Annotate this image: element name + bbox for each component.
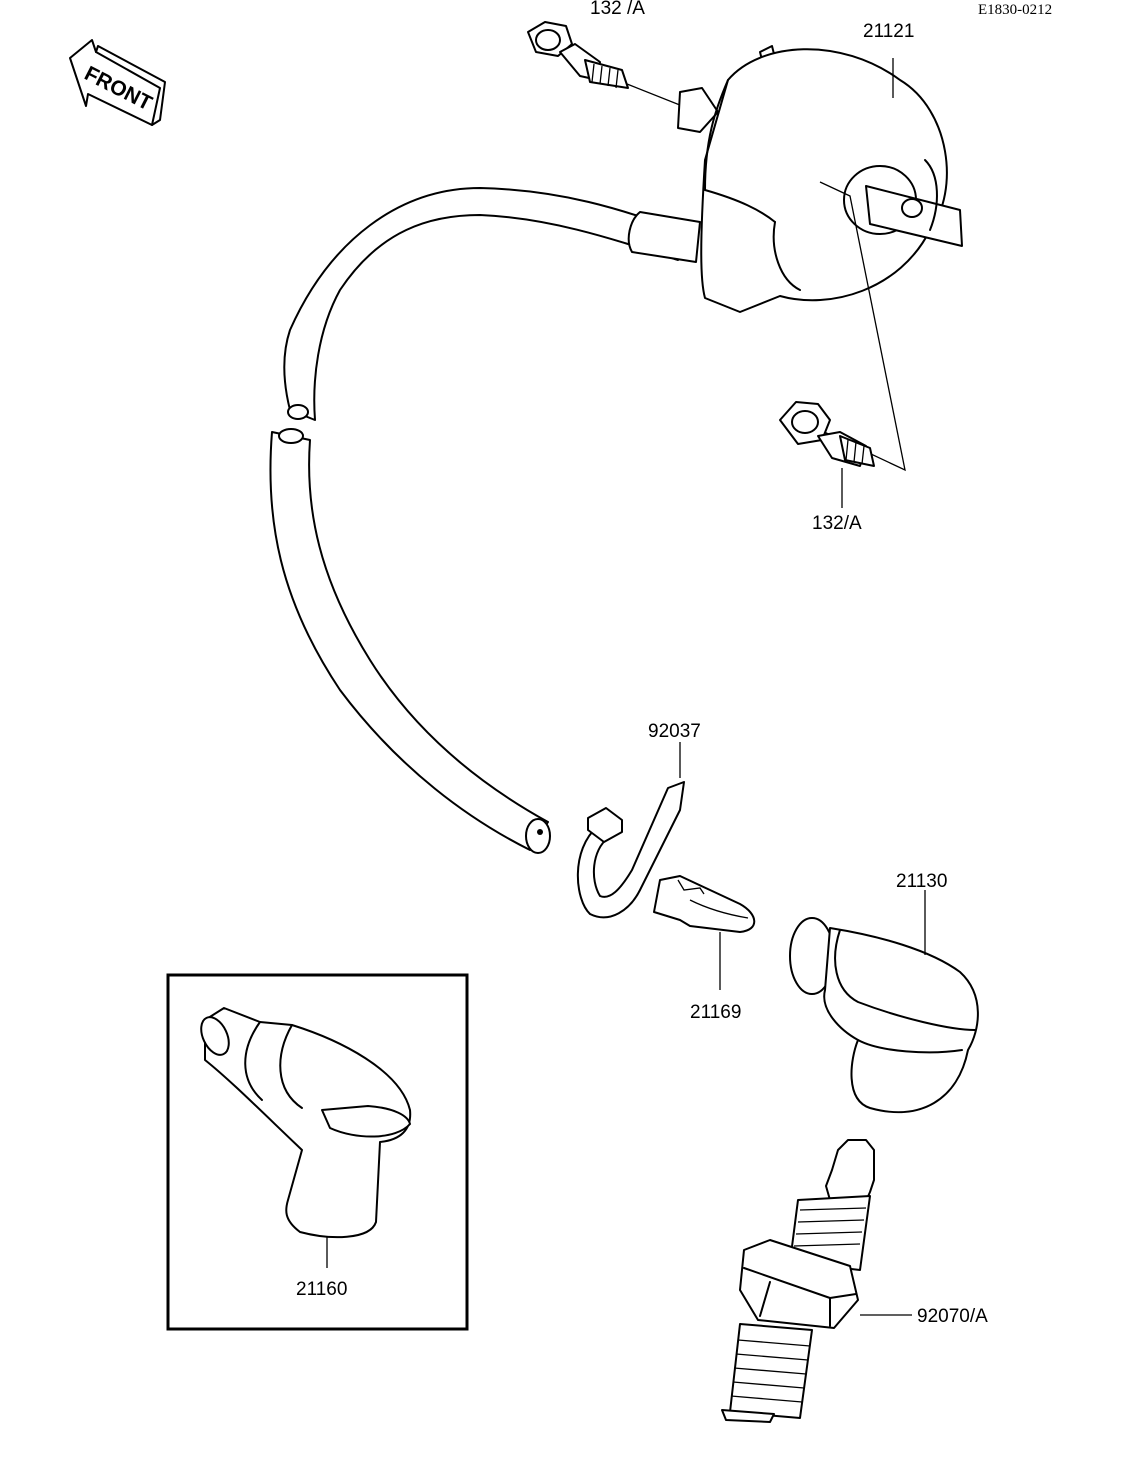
part-label-bolt-right: 132/A	[812, 513, 862, 534]
part-label-plug-cap-alt: 21160	[296, 1279, 347, 1300]
spark-plug	[721, 1139, 875, 1423]
part-label-spark-plug: 92070/A	[917, 1306, 988, 1327]
cap-clip	[653, 875, 756, 933]
bolt-right	[779, 401, 875, 467]
part-label-plug-cap: 21130	[896, 871, 947, 892]
drawing-code: E1830-0212	[978, 2, 1052, 18]
front-arrow-icon: FRONT	[69, 39, 166, 126]
part-label-bolt-top: 132 /A	[590, 0, 645, 19]
ignition-coil	[677, 45, 963, 313]
plug-cap	[789, 917, 979, 1114]
part-label-cap-clip: 21169	[690, 1002, 741, 1023]
clamp-band	[576, 781, 685, 919]
high-tension-lead	[269, 187, 701, 854]
part-label-ignition-coil: 21121	[863, 21, 914, 42]
part-label-clamp-band: 92037	[648, 721, 701, 742]
alt-cap-box	[166, 973, 469, 1331]
bolt-top	[527, 21, 629, 89]
